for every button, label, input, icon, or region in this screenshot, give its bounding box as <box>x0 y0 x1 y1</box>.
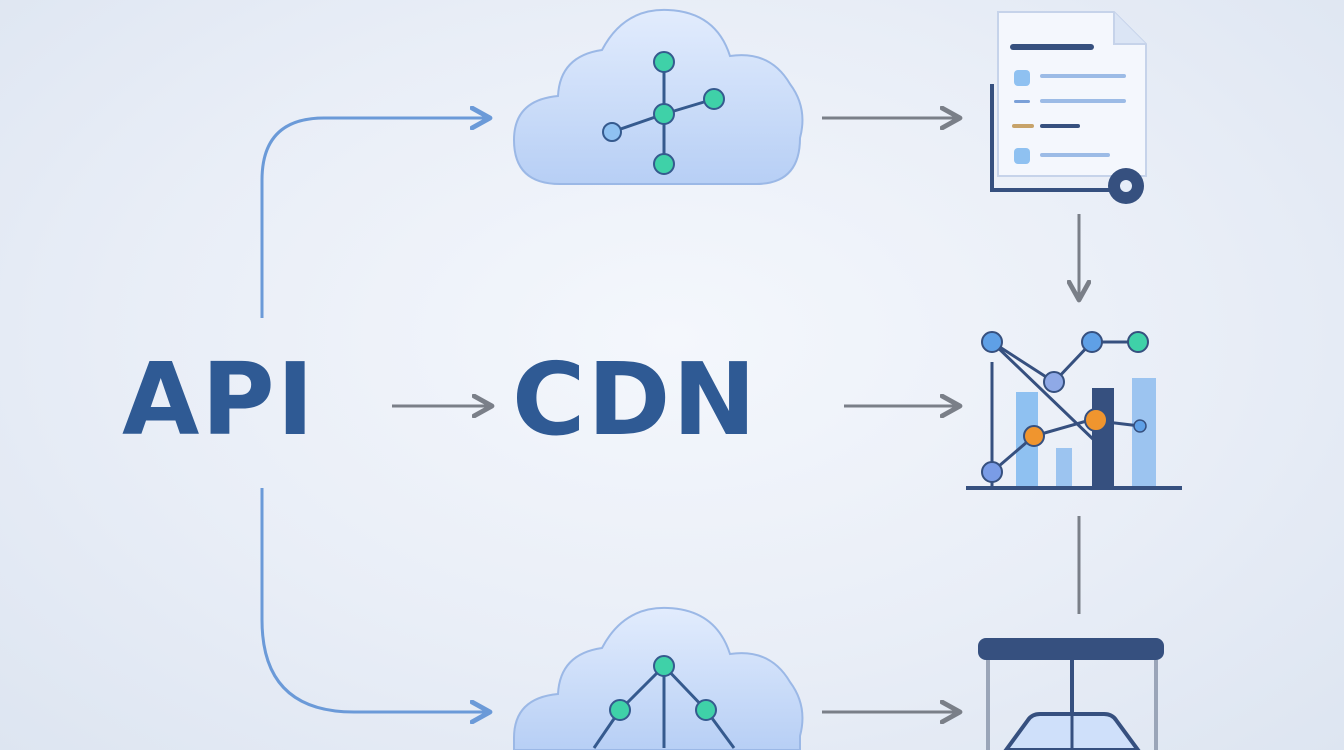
gateway-car-icon <box>978 638 1164 750</box>
api-label: API <box>122 341 316 458</box>
api-to-top-cloud-connector <box>260 118 490 318</box>
cloud-network-icon <box>512 8 804 185</box>
api-to-bottom-cloud-connector <box>260 488 490 712</box>
document-icon <box>990 11 1147 204</box>
cloud-tree-network-icon <box>513 606 804 750</box>
analytics-chart-icon <box>966 331 1182 490</box>
cdn-label: CDN <box>512 341 759 458</box>
